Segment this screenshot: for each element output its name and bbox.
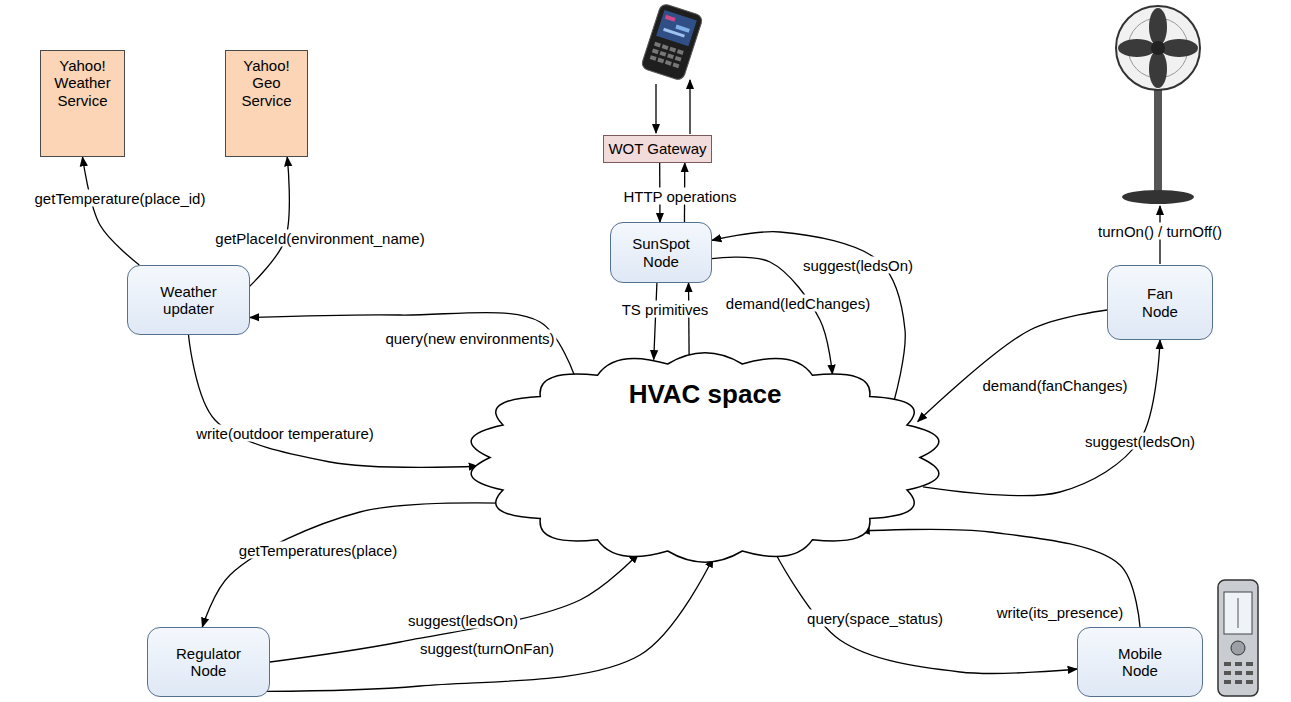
smartphone-icon	[641, 3, 704, 81]
edge-label: write(its_presence)	[995, 604, 1126, 621]
connector-arrow	[83, 157, 140, 265]
connector-arrow	[654, 283, 657, 359]
edge-label: suggest(turnOnFan)	[418, 640, 556, 657]
node-label: Yahoo! Weather Service	[47, 57, 119, 109]
node-box: Fan Node	[1107, 265, 1213, 340]
connector-arrow	[918, 310, 1107, 421]
node-box: Weather updater	[127, 265, 250, 335]
connector-arrow	[189, 335, 478, 467]
node-label: SunSpot Node	[624, 235, 699, 270]
node-label: Regulator Node	[171, 645, 246, 680]
node-box: Mobile Node	[1077, 627, 1203, 697]
connector-arrow	[202, 503, 502, 627]
connector-arrow	[246, 157, 289, 290]
node-label: Yahoo! Geo Service	[231, 57, 303, 109]
edge-label: demand(fanChanges)	[980, 377, 1129, 394]
edge-label: query(new environments)	[383, 330, 556, 347]
gateway-box: WOT Gateway	[603, 135, 712, 163]
node-label: Mobile Node	[1103, 645, 1178, 680]
node-label: Fan Node	[1135, 285, 1185, 320]
connector-arrow	[712, 257, 832, 374]
operation-label: turnOn() / turnOff()	[1096, 223, 1224, 240]
connector-arrow	[266, 558, 713, 691]
edge-label: HTTP operations	[621, 188, 738, 205]
edge-label: getTemperatures(place)	[237, 542, 399, 559]
edge-label: getPlaceId(environment_name)	[213, 230, 426, 247]
mobile-phone-icon	[1218, 580, 1258, 696]
edge-label: suggest(ledsOn)	[1083, 433, 1197, 450]
node-label: HVAC space	[629, 380, 782, 410]
space-cloud: HVAC space	[455, 340, 955, 575]
node-box: SunSpot Node	[610, 222, 712, 283]
edge-label: TS primitives	[620, 301, 711, 318]
cloud-shape	[471, 353, 939, 562]
service-box: Yahoo! Weather Service	[40, 50, 125, 157]
edge-label: suggest(ledsOn)	[801, 257, 915, 274]
phone-arrow	[689, 80, 690, 134]
node-label: Weather updater	[151, 283, 226, 318]
service-box: Yahoo! Geo Service	[225, 50, 308, 157]
connector-arrow	[923, 340, 1160, 496]
fan-illustration	[1116, 6, 1200, 204]
connector-arrow	[688, 283, 690, 357]
node-box: Regulator Node	[147, 627, 270, 697]
edge-label: write(outdoor temperature)	[194, 425, 376, 442]
edge-label: getTemperature(place_id)	[33, 190, 208, 207]
edge-label: demand(ledChanges)	[724, 295, 872, 312]
connector-arrow	[250, 312, 574, 375]
node-label: WOT Gateway	[608, 140, 706, 157]
phone-arrow	[655, 84, 656, 133]
cloud-outline	[455, 340, 955, 575]
connector-arrow	[270, 554, 638, 662]
edge-label: suggest(ledsOn)	[406, 612, 520, 629]
edge-label: query(space_status)	[805, 610, 945, 627]
